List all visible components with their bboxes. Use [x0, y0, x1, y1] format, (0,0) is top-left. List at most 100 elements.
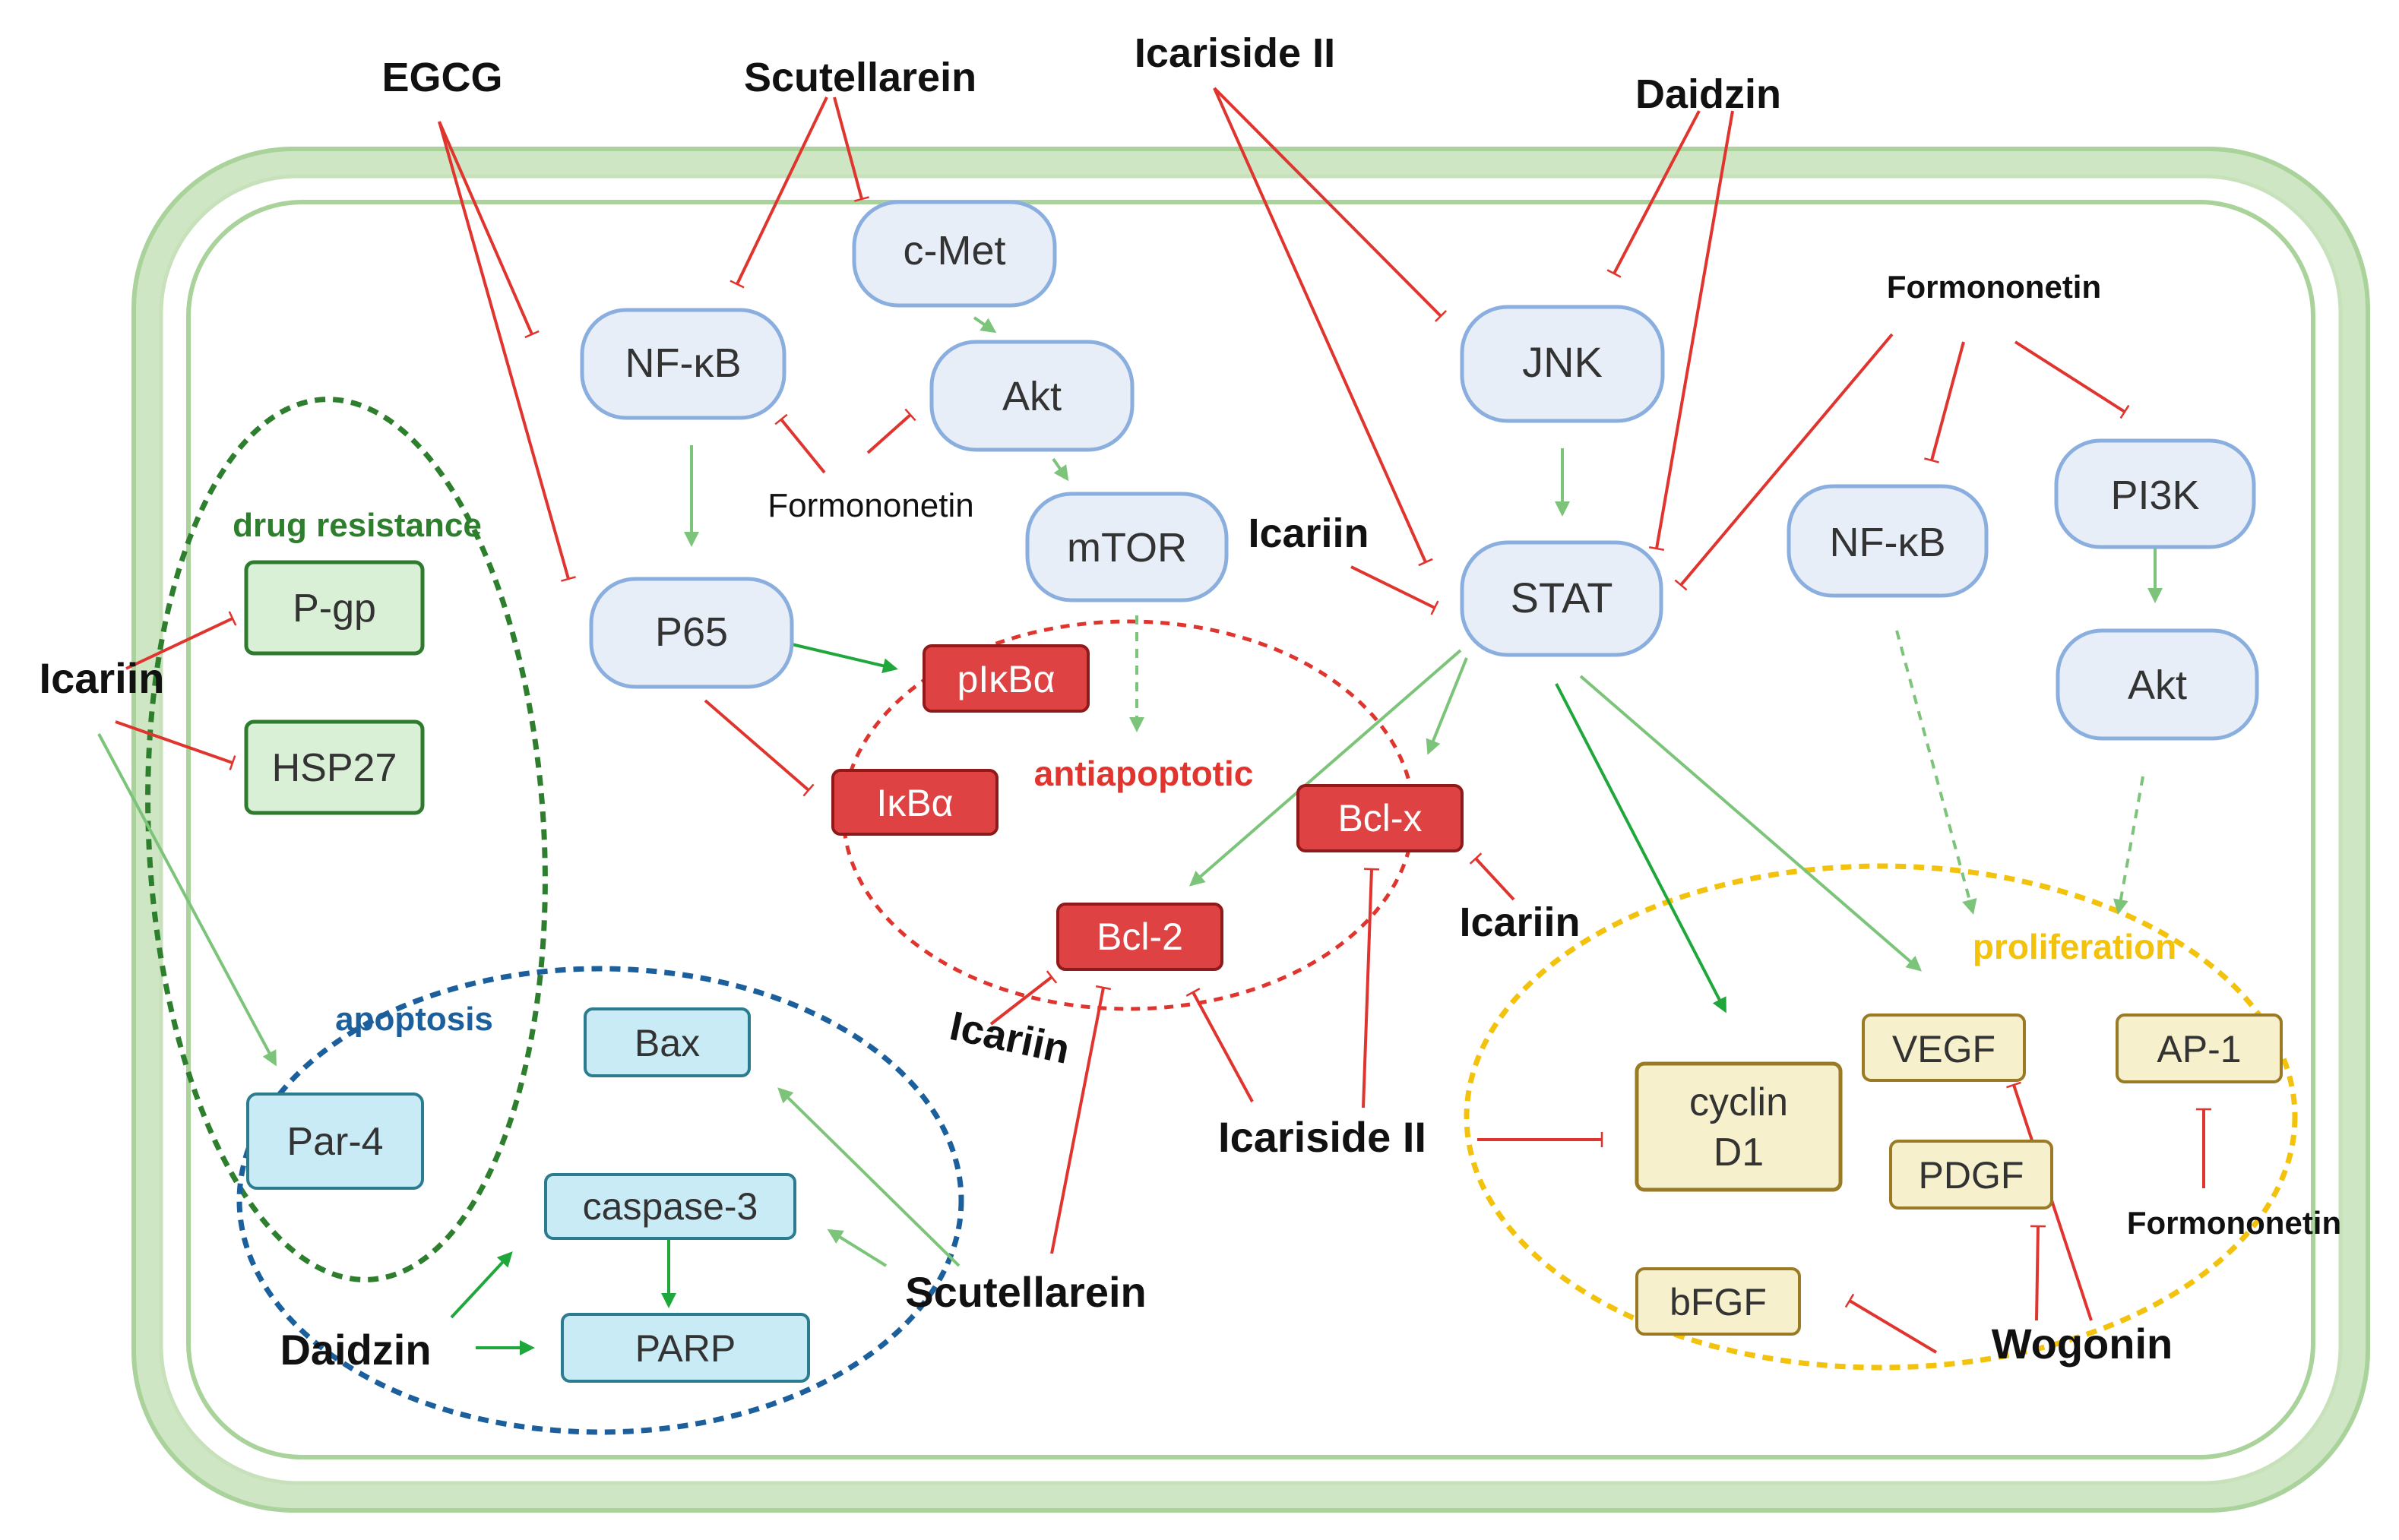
- edge-wogonin-pdgf: [2030, 1225, 2046, 1321]
- drug-resistance-label: drug resistance: [233, 507, 482, 544]
- drug-labels: EGCG Scutellarein Icariside II Daidzin F…: [40, 30, 2342, 1374]
- drug-egcg-label: EGCG: [381, 55, 502, 100]
- node-p65-label: P65: [655, 609, 728, 655]
- edge-icariin-par4: [97, 733, 277, 1067]
- edge-daidzin-stat: [1648, 110, 1734, 551]
- edge-icariin-bcl2: [989, 970, 1058, 1026]
- region-apoptosis: apoptosis: [236, 966, 964, 1435]
- edge-icariin-hsp27: [115, 720, 236, 770]
- antiapoptotic-label: antiapoptotic: [1034, 754, 1254, 793]
- edge-icariside-bclx: [1362, 868, 1380, 1108]
- edge-p65-ikba: [704, 699, 815, 797]
- node-parp: PARP: [561, 1313, 810, 1383]
- edge-cmet-akt: [973, 316, 997, 334]
- edge-formononetin-pi3k: [2014, 340, 2130, 419]
- proliferation-label: proliferation: [1973, 927, 2176, 966]
- node-ikba-label: IκBα: [876, 782, 953, 824]
- node-jnk-label: JNK: [1522, 338, 1603, 386]
- edge-wogonin-bfgf: [1844, 1293, 1938, 1354]
- edge-formononetin-nfkb: [774, 413, 826, 474]
- node-nfkb-left-label: NF-κB: [625, 340, 742, 386]
- pathway-nodes: c-Met NF-κB Akt mTOR P65 JNK STAT NF-κB: [244, 200, 2283, 1383]
- edge-daidzin-jnk: [1606, 110, 1701, 278]
- node-akt-right: Akt: [2056, 628, 2259, 741]
- node-par4: Par-4: [246, 1093, 424, 1190]
- node-bcl2-label: Bcl-2: [1097, 915, 1183, 958]
- edge-scutellarein-bax: [777, 1087, 961, 1267]
- edge-stat-bcl2: [1188, 649, 1462, 887]
- node-cyclin-label-line1: cyclin: [1689, 1080, 1788, 1124]
- node-akt-left-label: Akt: [1002, 374, 1062, 419]
- edge-formononetin-akt: [866, 408, 916, 454]
- edge-akt-mtor: [1052, 457, 1069, 482]
- node-bax-label: Bax: [635, 1022, 700, 1064]
- edge-scutellarein-cmet: [833, 96, 869, 202]
- drug-daidzin-top-label: Daidzin: [1635, 71, 1781, 117]
- drug-icariin-mid-label: Icariin: [1248, 511, 1369, 556]
- apoptosis-label: apoptosis: [335, 1001, 493, 1038]
- drug-icariside-bottom-label: Icariside II: [1218, 1113, 1426, 1161]
- edge-scutellarein-bcl2: [1050, 985, 1112, 1254]
- node-vegf: VEGF: [1862, 1013, 2026, 1082]
- node-cmet-label: c-Met: [904, 228, 1006, 274]
- node-par4-label: Par-4: [286, 1120, 383, 1164]
- node-ikba: IκBα: [831, 769, 999, 836]
- node-akt-left: Akt: [929, 340, 1135, 452]
- edge-scutellarein-nfkb: [730, 96, 828, 289]
- drug-scutellarein-bottom-label: Scutellarein: [905, 1268, 1146, 1316]
- edge-scutellarein-caspase3: [827, 1229, 888, 1267]
- edge-icariin-stat: [1350, 565, 1439, 615]
- node-mtor-label: mTOR: [1067, 525, 1187, 571]
- node-bfgf: bFGF: [1635, 1267, 1801, 1336]
- region-proliferation: proliferation: [1464, 863, 2298, 1371]
- node-pgp: P-gp: [244, 560, 425, 656]
- apoptosis-boundary: [236, 966, 964, 1435]
- node-pi3k: PI3K: [2054, 438, 2256, 549]
- drug-formononetin-mid-label: Formononetin: [767, 487, 973, 524]
- activation-edges: [97, 316, 2163, 1355]
- drug-wogonin-label: Wogonin: [1992, 1320, 2173, 1368]
- edge-akt-proliferation: [2113, 776, 2144, 915]
- node-pikba-label: pIκBα: [957, 658, 1055, 700]
- node-nfkb-left: NF-κB: [580, 308, 786, 420]
- edge-icariside-bcl2: [1185, 988, 1254, 1102]
- node-bcl2: Bcl-2: [1056, 903, 1223, 971]
- drug-scutellarein-top-label: Scutellarein: [744, 55, 976, 100]
- drug-daidzin-bottom-label: Daidzin: [280, 1326, 431, 1374]
- edge-stat-cyclin: [1555, 683, 1726, 1013]
- node-vegf-label: VEGF: [1892, 1028, 1995, 1070]
- edge-egcg-nfkb: [438, 121, 540, 339]
- node-stat: STAT: [1460, 540, 1663, 657]
- edge-icariside-jnk: [1213, 87, 1447, 322]
- node-hsp27-label: HSP27: [272, 746, 397, 790]
- drug-formononetin-right-label: Formononetin: [2127, 1205, 2341, 1241]
- node-bclx-label: Bcl-x: [1337, 797, 1422, 840]
- edge-icariside-stat: [1213, 87, 1433, 567]
- node-cmet: c-Met: [852, 200, 1057, 308]
- node-cyclin-label-line2: D1: [1714, 1130, 1764, 1175]
- node-caspase3: caspase-3: [544, 1173, 796, 1240]
- node-nfkb-right: NF-κB: [1787, 484, 1989, 598]
- edge-formononetin-nfkb-right: [1924, 341, 1965, 463]
- edge-icariin-bclx: [1469, 852, 1515, 901]
- node-ap1-label: AP-1: [2157, 1028, 2241, 1070]
- drug-icariin-left-label: Icariin: [40, 654, 165, 702]
- node-p65: P65: [589, 577, 794, 689]
- edge-p65-pikba: [791, 643, 898, 674]
- node-pdgf-label: PDGF: [1919, 1154, 2024, 1197]
- node-caspase3-label: caspase-3: [583, 1185, 758, 1228]
- edge-stat-bclx: [1426, 657, 1468, 755]
- node-mtor: mTOR: [1025, 492, 1229, 602]
- drug-icariside-top-label: Icariside II: [1135, 30, 1335, 76]
- node-ap1: AP-1: [2116, 1013, 2283, 1083]
- node-cyclin: cyclin D1: [1635, 1061, 1843, 1192]
- node-pgp-label: P-gp: [293, 587, 376, 631]
- node-nfkb-right-label: NF-κB: [1830, 520, 1946, 565]
- node-jnk: JNK: [1460, 305, 1665, 423]
- edge-formononetin-stat: [1674, 333, 1894, 591]
- node-stat-label: STAT: [1511, 574, 1613, 621]
- node-hsp27: HSP27: [244, 719, 425, 815]
- node-pikba: pIκBα: [923, 644, 1090, 713]
- drug-resistance-boundary: [145, 397, 548, 1282]
- edge-icariin-pgp: [125, 611, 237, 670]
